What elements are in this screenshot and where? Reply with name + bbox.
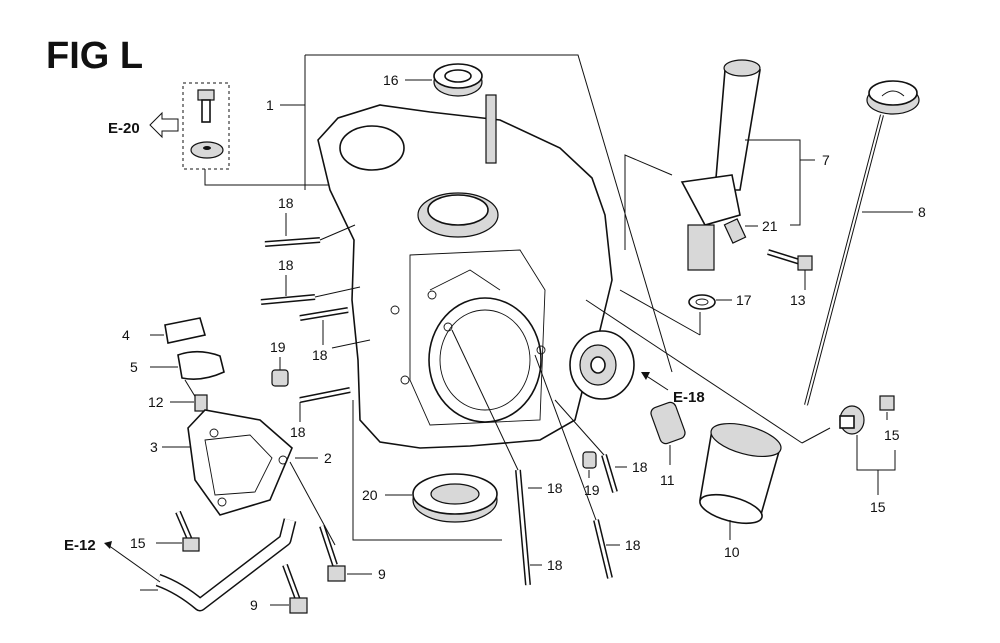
cover-plate-icon bbox=[177, 350, 225, 380]
hex-bolt-icon bbox=[175, 510, 346, 614]
bolt-washer-icon bbox=[190, 89, 224, 159]
leader-tube bbox=[624, 154, 673, 250]
callout-2: 2 bbox=[324, 450, 332, 466]
callout-1: 1 bbox=[266, 97, 274, 113]
leader-drain bbox=[585, 299, 803, 444]
callout-18-b: 18 bbox=[278, 257, 294, 273]
callout-15-b: 9 bbox=[378, 566, 386, 582]
long-stud-icon bbox=[515, 454, 618, 586]
callout-11: 15 bbox=[884, 427, 900, 443]
callout-14: 11 bbox=[660, 472, 675, 488]
dowel-pin-icon bbox=[271, 369, 289, 387]
callout-12: 12 bbox=[148, 394, 164, 410]
callout-4: 4 bbox=[122, 327, 130, 343]
assembly-outline-top bbox=[305, 54, 673, 373]
callout-19-b: 19 bbox=[584, 482, 600, 498]
gasket-plate-icon bbox=[164, 317, 207, 344]
callout-20: 20 bbox=[362, 487, 378, 503]
callout-13: 13 bbox=[790, 292, 806, 308]
arrow-left-icon bbox=[149, 111, 179, 139]
callout-16: 16 bbox=[383, 72, 399, 88]
callout-6: 10 bbox=[724, 544, 740, 560]
callout-5: 5 bbox=[130, 359, 138, 375]
o-ring-icon bbox=[688, 294, 716, 310]
callout-19-a: 19 bbox=[270, 339, 286, 355]
callout-17: 17 bbox=[736, 292, 752, 308]
flange-bolt-icon bbox=[767, 249, 813, 271]
bracket-7 bbox=[745, 139, 801, 226]
arrow-down-icon bbox=[641, 372, 650, 380]
callout-7: 7 bbox=[822, 152, 830, 168]
oil-filler-tube-icon bbox=[680, 59, 761, 271]
arrow-up-icon bbox=[104, 541, 112, 549]
callout-18-c: 18 bbox=[312, 347, 328, 363]
oil-seal-icon bbox=[433, 63, 483, 97]
ref-e20: E-20 bbox=[108, 120, 140, 137]
stud-bolt-icon bbox=[260, 237, 351, 403]
leader-ring bbox=[619, 289, 701, 336]
ref-e12: E-12 bbox=[64, 537, 96, 554]
callout-15-a: 15 bbox=[130, 535, 146, 551]
bracket-10 bbox=[856, 435, 896, 471]
callout-10: 15 bbox=[870, 499, 886, 515]
figure-title: FIG L bbox=[46, 35, 143, 77]
breather-cover-icon bbox=[187, 409, 293, 516]
assembly-outline-bottom bbox=[352, 400, 502, 541]
drain-plug-icon bbox=[839, 395, 895, 435]
ref-e18: E-18 bbox=[673, 389, 705, 406]
callout-18-h: 18 bbox=[632, 459, 648, 475]
callout-3: 3 bbox=[150, 439, 158, 455]
small-bolt-icon bbox=[194, 394, 208, 412]
dowel-pin-icon-2 bbox=[582, 451, 597, 469]
callout-21: 21 bbox=[762, 218, 778, 234]
dipstick-icon bbox=[804, 80, 920, 406]
callout-18-g: 18 bbox=[625, 537, 641, 553]
oil-filter-icon bbox=[699, 422, 782, 525]
callout-18-e: 18 bbox=[547, 480, 563, 496]
callout-15-c: 9 bbox=[250, 597, 258, 613]
filter-nipple-icon bbox=[650, 401, 686, 445]
collar-icon bbox=[723, 218, 747, 244]
ball-bearing-icon bbox=[412, 473, 498, 523]
callout-18-d: 18 bbox=[290, 424, 306, 440]
callout-8: 8 bbox=[918, 204, 926, 220]
crankcase-icon bbox=[317, 94, 635, 449]
callout-18-f: 18 bbox=[547, 557, 563, 573]
callout-18-a: 18 bbox=[278, 195, 294, 211]
